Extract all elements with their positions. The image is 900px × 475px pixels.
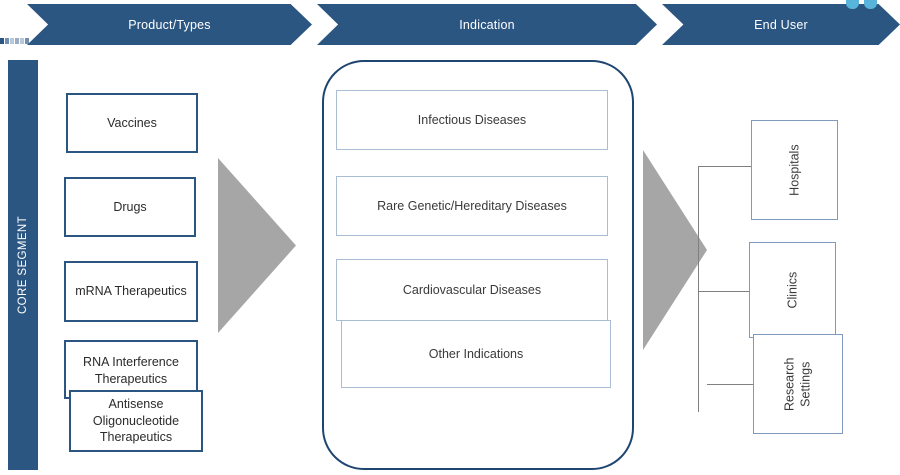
product-box-label: mRNA Therapeutics: [75, 284, 187, 299]
banner-blip-decoration: [846, 0, 886, 9]
core-segment-label: CORE SEGMENT: [17, 215, 29, 315]
banner-step-indication[interactable]: Indication: [317, 4, 657, 45]
product-box-drugs[interactable]: Drugs: [64, 177, 196, 237]
product-box-label: Antisense Oligonucleotide Therapeutics: [92, 396, 180, 445]
end-user-bracket-branch-research-settings: [707, 384, 755, 385]
indication-box-label: Infectious Diseases: [417, 113, 527, 127]
indication-box-cardiovascular-diseases[interactable]: Cardiovascular Diseases: [336, 259, 608, 321]
product-box-mrna-therapeutics[interactable]: mRNA Therapeutics: [64, 261, 198, 322]
banner-step-end-user[interactable]: End User: [662, 4, 900, 45]
banner-step-label: End User: [754, 17, 808, 32]
indication-box-rare-genetic-hereditary-diseases[interactable]: Rare Genetic/Hereditary Diseases: [336, 176, 608, 236]
end-user-box-label: Hospitals: [787, 144, 802, 196]
product-box-rna-interference-therapeutics[interactable]: RNA Interference Therapeutics: [64, 340, 198, 399]
indication-box-other-indications[interactable]: Other Indications: [341, 320, 611, 388]
product-box-label: Drugs: [113, 199, 147, 214]
banner-step-label: Indication: [459, 17, 515, 32]
end-user-box-hospitals[interactable]: Hospitals: [751, 120, 838, 220]
product-box-label: Vaccines: [107, 115, 157, 130]
product-box-antisense-oligonucleotide-therapeutics[interactable]: Antisense Oligonucleotide Therapeutics: [69, 390, 203, 452]
banner-dot-decoration: [0, 38, 30, 44]
indication-box-label: Other Indications: [428, 347, 524, 361]
product-box-label: RNA Interference Therapeutics: [83, 355, 179, 386]
end-user-box-clinics[interactable]: Clinics: [749, 242, 836, 338]
core-segment-bar: CORE SEGMENT: [8, 60, 38, 470]
indication-box-label: Cardiovascular Diseases: [402, 283, 542, 297]
banner-step-product-types[interactable]: Product/Types: [27, 4, 312, 45]
product-box-vaccines[interactable]: Vaccines: [66, 93, 198, 153]
end-user-bracket-stem: [698, 166, 699, 412]
end-user-box-label: Clinics: [785, 271, 800, 309]
indication-box-label: Rare Genetic/Hereditary Diseases: [377, 199, 567, 213]
indication-box-infectious-diseases[interactable]: Infectious Diseases: [336, 90, 608, 150]
end-user-bracket-branch-clinics: [698, 291, 752, 292]
banner-step-label: Product/Types: [128, 17, 211, 32]
arrow-product-to-indication-icon: [218, 158, 296, 333]
end-user-bracket-branch-hospitals: [698, 166, 752, 167]
